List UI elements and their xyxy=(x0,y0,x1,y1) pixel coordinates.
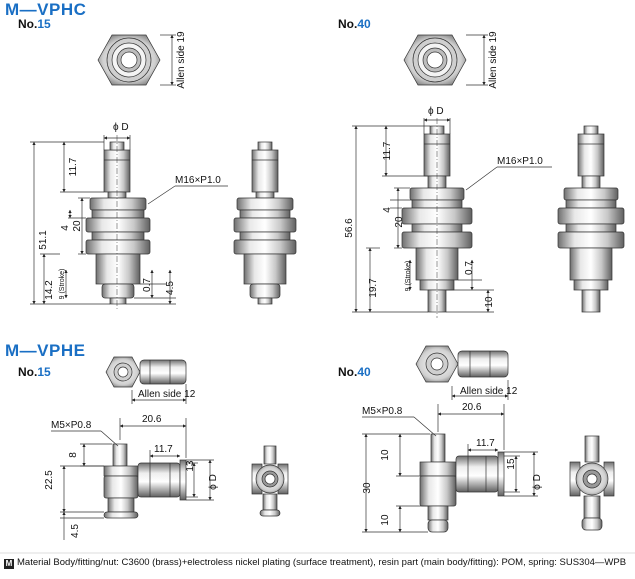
vphc15-d20: 20 xyxy=(72,220,83,232)
no-prefix: No. xyxy=(338,17,358,31)
vphc40-d566: 56.6 xyxy=(344,218,355,238)
vphc-title: M—VPHC xyxy=(5,0,87,19)
vphe15-d13: 13 xyxy=(185,460,196,472)
vphc40-d10: 10 xyxy=(484,296,495,308)
vphc15-top-hex xyxy=(97,34,176,86)
vphe15-thread: M5×P0.8 xyxy=(51,420,92,431)
vphe15-phiD: ϕ D xyxy=(208,474,219,490)
vphe40-phiD: ϕ D xyxy=(532,474,543,490)
vphe15-d206: 20.6 xyxy=(142,414,162,425)
no-number: 40 xyxy=(357,365,371,379)
no-number: 15 xyxy=(37,365,51,379)
vphe40-d10a: 10 xyxy=(380,449,391,461)
vphe40-front-view xyxy=(569,435,615,531)
vphe40-d10b: 10 xyxy=(380,514,391,526)
vphc15-d4: 4 xyxy=(60,225,71,231)
vphe-no40-group: Allen side 12 M5×P0.8 20.6 10 11.7 30 xyxy=(362,345,615,533)
vphe40-allen: Allen side 12 xyxy=(460,386,518,397)
vphe15-top-view xyxy=(105,356,187,404)
no-number: 15 xyxy=(37,17,51,31)
vphe40-thread: M5×P0.8 xyxy=(362,406,403,417)
vphc15-d45: 4.5 xyxy=(165,281,176,295)
vphc40-stroke: 9 (Stroke) xyxy=(405,261,412,292)
vphc-no40-label: No.40 xyxy=(338,17,371,31)
no-prefix: No. xyxy=(338,365,358,379)
vphe40-side-view xyxy=(419,433,505,533)
vphe40-d206: 20.6 xyxy=(462,402,482,413)
vphe40-d117: 11.7 xyxy=(476,438,495,449)
vphe-no15-label: No.15 xyxy=(18,365,51,379)
material-mark-icon: M xyxy=(4,559,14,569)
vphe40-d30: 30 xyxy=(362,482,373,494)
vphc40-side-body xyxy=(401,118,473,318)
vphe15-d8: 8 xyxy=(68,452,79,458)
vphe40-top-view xyxy=(415,345,509,400)
vphc40-d07: 0.7 xyxy=(464,261,475,275)
vphc-no15-group: Allen side 19 ϕ D M16×P1.0 xyxy=(30,31,297,310)
vphc15-d117: 11.7 xyxy=(68,157,79,176)
vphc15-phiD: ϕ D xyxy=(113,122,129,133)
vphc-no15-label: No.15 xyxy=(18,17,51,31)
vphc15-side-body xyxy=(85,135,151,310)
vphc15-d142: 14.2 xyxy=(44,280,55,300)
no-prefix: No. xyxy=(18,17,38,31)
vphe15-d225: 22.5 xyxy=(44,470,55,490)
vphe-no40-label: No.40 xyxy=(338,365,371,379)
vphe15-d117: 11.7 xyxy=(154,444,173,455)
vphe40-d15: 15 xyxy=(506,458,517,470)
vphe-no15-group: Allen side 12 M5×P0.8 20.6 8 11.7 22.5 xyxy=(44,356,289,540)
vphc40-d117: 11.7 xyxy=(382,141,393,160)
vphc40-d197: 19.7 xyxy=(368,278,379,298)
vphc40-phiD: ϕ D xyxy=(428,106,444,117)
vphe15-d45: 4.5 xyxy=(70,524,81,538)
no-number: 40 xyxy=(357,17,371,31)
vphc40-d4: 4 xyxy=(382,207,393,213)
vphc40-top-hex xyxy=(403,34,488,86)
vphc15-d511: 51.1 xyxy=(38,230,49,250)
vphc-no40-group: Allen side 19 ϕ D M16×P1.0 56.6 xyxy=(344,31,625,318)
vphc15-allen-label: Allen side 19 xyxy=(176,31,187,89)
no-prefix: No. xyxy=(18,365,38,379)
vphc40-alt-view xyxy=(557,125,625,313)
vphe15-allen: Allen side 12 xyxy=(138,389,196,400)
vphe15-side-view xyxy=(103,443,187,519)
vphe-title: M—VPHE xyxy=(5,341,86,360)
vphc40-thread: M16×P1.0 xyxy=(497,156,543,167)
vphc40-d20: 20 xyxy=(394,216,405,228)
vphe15-front-view xyxy=(251,445,289,517)
vphc15-stroke: 9 (Stroke) xyxy=(59,269,66,300)
vphc15-d07: 0.7 xyxy=(142,278,153,292)
vphc15-thread: M16×P1.0 xyxy=(175,175,221,186)
vphc40-allen-label: Allen side 19 xyxy=(488,31,499,89)
vphc15-alt-view xyxy=(233,141,297,305)
material-text: Material Body/fitting/nut: C3600 (brass)… xyxy=(17,557,627,568)
